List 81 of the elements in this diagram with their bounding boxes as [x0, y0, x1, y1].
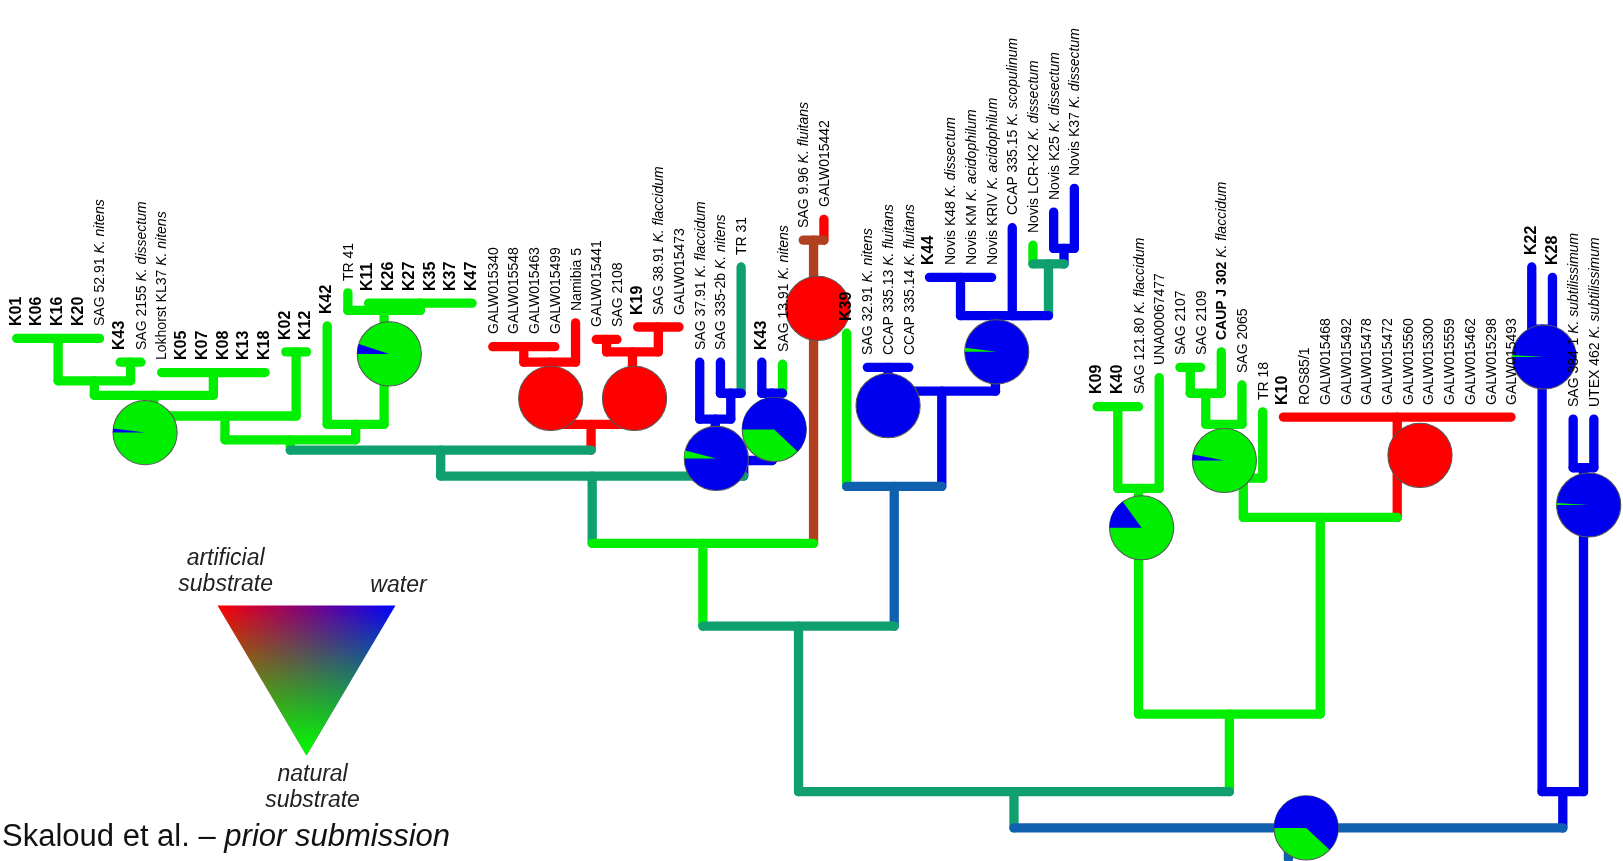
strain-label: K27 [400, 261, 417, 291]
strain-label: SAG 2107 [1172, 290, 1188, 356]
strain-label: K22 [1522, 225, 1539, 255]
strain-label: SAG 121.80 K. flaccidum [1130, 237, 1147, 395]
strain-label: K06 [28, 296, 45, 327]
strain-label: K08 [214, 330, 231, 361]
strain-label: K18 [255, 330, 272, 361]
strain-label: SAG 2109 [1192, 290, 1209, 356]
strain-label: Novis K25 K. dissectum [1045, 51, 1062, 200]
strain-label: GALW015441 [588, 240, 605, 328]
strain-label: CCAP 335.15 K. scopulinum [1004, 38, 1021, 216]
strain-label: K10 [1274, 375, 1291, 405]
strain-label: Novis LCR-K2 K. dissectum [1025, 60, 1041, 233]
strain-label: GALW015548 [505, 247, 522, 335]
strain-label: SAG 38.91 K. flaccidum [650, 166, 667, 315]
strain-label: GALW015559 [1441, 317, 1458, 405]
strain-label: K35 [421, 261, 438, 291]
triangle-corner-label: water [369, 571, 429, 598]
strain-label: K37 [442, 261, 459, 291]
strain-label: SAG 384-1 K. subtilissimum [1565, 232, 1582, 407]
strain-label: ROS85/1 [1296, 347, 1313, 405]
strain-label: GALW015472 [1379, 317, 1395, 405]
strain-label: GALW015442 [815, 120, 832, 207]
strain-label: Novis KRIV K. acidophilum [983, 97, 1000, 265]
strain-label: K28 [1543, 235, 1560, 265]
strain-label: GALW015473 [671, 227, 687, 315]
strain-label: GALW015493 [1503, 317, 1520, 405]
strain-label: GALW015340 [484, 247, 501, 335]
strain-label: K11 [359, 262, 376, 291]
strain-label: UTEX 462 K. subtilissimum [1586, 237, 1602, 407]
strain-label: SAG 37.91 K. flaccidum [691, 201, 708, 350]
strain-label: SAG 52.91 K. nitens [91, 199, 108, 327]
strain-label: K44 [920, 235, 937, 265]
strain-label: GALW015462 [1461, 317, 1478, 405]
strain-label: Novis K48 K. dissectum [942, 117, 959, 265]
strain-label: SAG 2155 K. dissectum [132, 201, 149, 350]
triangle-corner-label: natural substrate [264, 759, 361, 812]
strain-label: Lokhorst KL37 K. nitens [153, 211, 170, 361]
strain-label: K26 [380, 261, 397, 291]
strain-label: Novis KM K. acidophilum [962, 109, 979, 265]
strain-label: K47 [463, 261, 479, 291]
triangle-corner-label: artificial substrate [177, 544, 274, 597]
strain-label: TR 18 [1254, 361, 1271, 400]
strain-label: K19 [628, 285, 645, 315]
strain-label: K12 [297, 310, 314, 340]
strain-label: GALW015499 [546, 247, 563, 335]
strain-label: K42 [318, 284, 335, 314]
strain-label: K39 [837, 291, 854, 321]
strain-label: K40 [1108, 365, 1125, 395]
strain-label: GALW015300 [1420, 317, 1437, 405]
strain-label: SAG 2108 [608, 262, 625, 328]
strain-label: GALW015298 [1482, 317, 1499, 405]
strain-label: CCAP 335.13 K. fluitans [880, 204, 897, 356]
strain-label: K43 [752, 320, 769, 350]
strain-label: Namibia 5 [567, 247, 584, 311]
strain-label: K20 [69, 296, 86, 327]
strain-label: GALW015560 [1399, 317, 1416, 405]
strain-label: K01 [7, 296, 24, 327]
strain-label: SAG 2065 [1234, 308, 1251, 373]
strain-label: CAUP J 302 K. flaccidum [1213, 181, 1230, 340]
caption: Skaloud et al. – prior submission [2, 818, 451, 854]
strain-label: SAG 9.96 K. fluitans [795, 101, 812, 228]
strain-label: K09 [1088, 365, 1105, 395]
strain-label: K13 [235, 330, 252, 361]
strain-label: K16 [48, 296, 65, 327]
strain-label: SAG 13.91 K. nitens [774, 225, 791, 352]
strain-label: SAG 32.91 K. nitens [859, 228, 876, 356]
strain-label: GALW015468 [1316, 317, 1333, 405]
strain-label: K02 [276, 310, 293, 340]
strain-label: GALW015478 [1358, 317, 1375, 405]
strain-label: UNA00067477 [1151, 273, 1168, 366]
strain-label: Novis K37 K. dissectum [1066, 28, 1083, 176]
strain-label: TR 41 [339, 242, 356, 281]
strain-label: TR 31 [733, 216, 750, 255]
strain-label: K05 [173, 330, 190, 361]
strain-label: CCAP 335.14 K. fluitans [900, 204, 917, 356]
strain-label: GALW015492 [1337, 317, 1354, 405]
strain-label: K07 [193, 330, 210, 361]
strain-label: GALW015463 [526, 247, 543, 335]
strain-label: SAG 335-2b K. nitens [712, 214, 729, 350]
strain-label: K43 [111, 320, 128, 350]
